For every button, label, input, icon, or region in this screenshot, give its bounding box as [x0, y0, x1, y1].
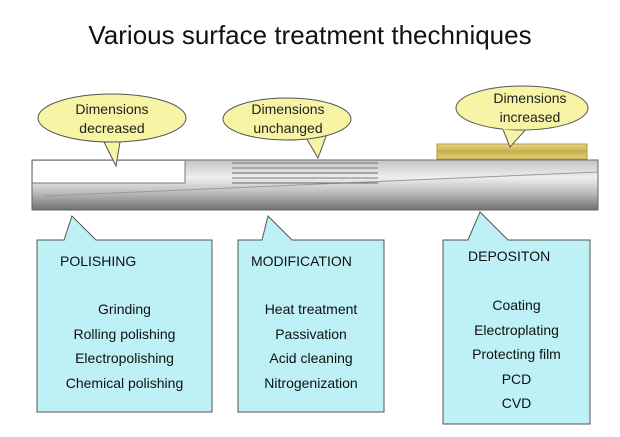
deposition-box: DEPOSITON Coating Electroplating Protect… [443, 240, 590, 424]
bubble-decreased-line1: Dimensions [75, 101, 149, 117]
deposition-box-shape [442, 211, 591, 425]
list-item: Rolling polishing [73, 325, 176, 342]
list-item: Electropolishing [75, 350, 174, 366]
list-item: Passivation [275, 325, 347, 342]
list-item: PCD [501, 370, 532, 387]
modification-box-shape [237, 215, 385, 413]
coating-layer [436, 143, 588, 160]
list-item: Grinding [98, 301, 151, 317]
polishing-box: POLISHING Grinding Rolling polishing Ele… [37, 240, 212, 412]
deposition-title: DEPOSITON [468, 248, 551, 264]
modification-items: Heat treatment Passivation Acid cleaning… [238, 297, 384, 395]
bubble-increased-line1: Dimensions [493, 90, 567, 106]
bubble-increased: Dimensions increased [470, 89, 590, 127]
list-item: Acid cleaning [269, 350, 353, 366]
list-item: Protecting film [472, 346, 561, 362]
list-item: Chemical polishing [65, 374, 184, 391]
bubble-decreased: Dimensions decreased [52, 100, 172, 138]
polishing-title: POLISHING [60, 253, 137, 269]
bubble-unchanged-line1: Dimensions [251, 101, 325, 117]
polishing-items: Grinding Rolling polishing Electropolish… [37, 297, 212, 395]
bubble-decreased-line2: decreased [79, 120, 145, 136]
page-title: Various surface treatment thechniques [88, 20, 532, 50]
bubble-unchanged-line2: unchanged [253, 120, 323, 136]
deposition-items: Coating Electroplating Protecting film P… [443, 293, 590, 416]
list-item: Heat treatment [264, 301, 358, 317]
list-item: Nitrogenization [264, 374, 358, 391]
bubble-unchanged: Dimensions unchanged [228, 100, 348, 138]
list-item: CVD [501, 395, 532, 411]
list-item: Coating [492, 297, 541, 313]
metal-bar [31, 159, 599, 211]
bubble-increased-line2: increased [499, 109, 561, 125]
polishing-box-shape [36, 215, 213, 413]
modification-box: MODIFICATION Heat treatment Passivation … [238, 240, 384, 412]
bubble-increased-shape [455, 85, 589, 148]
bubble-decreased-shape [37, 93, 187, 168]
modification-title: MODIFICATION [251, 253, 352, 269]
bubble-unchanged-shape [222, 97, 352, 160]
list-item: Electroplating [474, 321, 559, 338]
